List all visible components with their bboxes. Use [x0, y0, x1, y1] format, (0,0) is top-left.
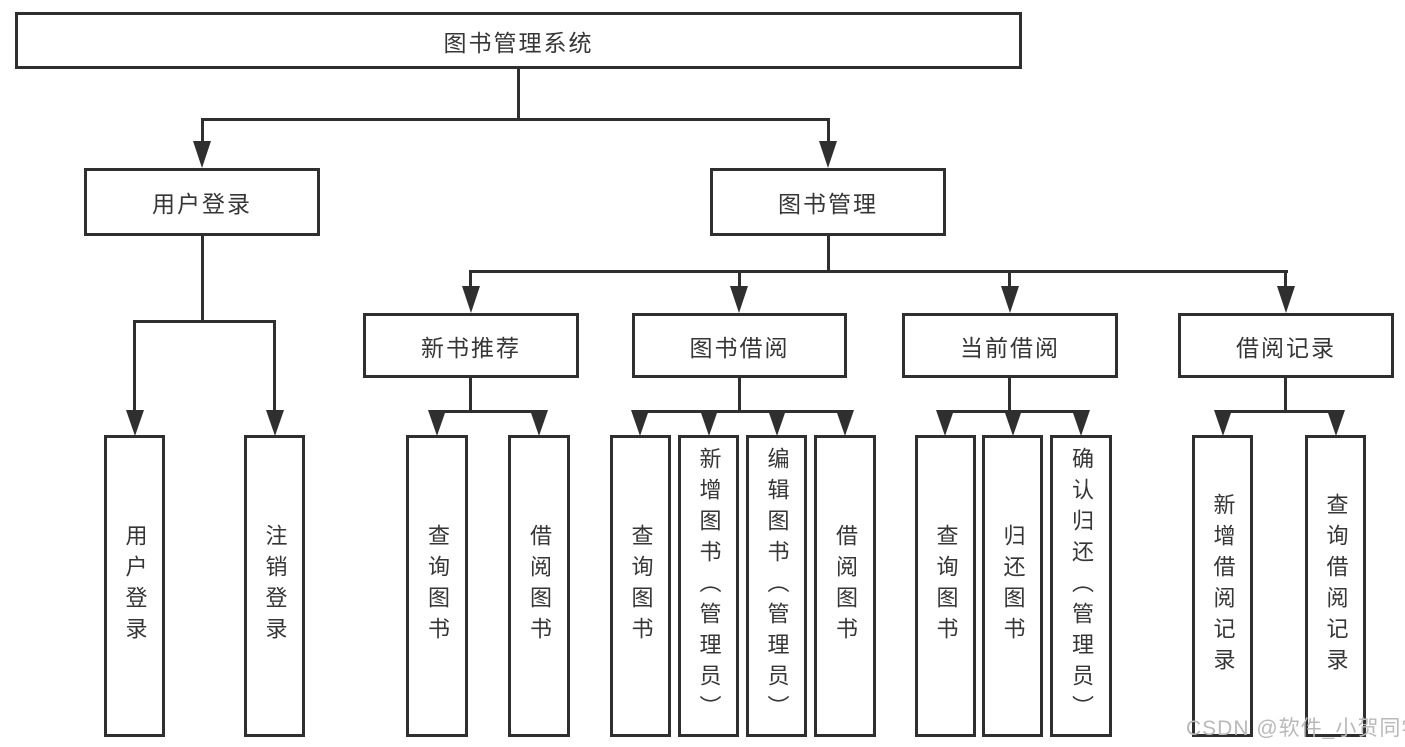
leaf-borrow-books-recommend: 借阅图书 [508, 435, 570, 737]
node-label: 图书借阅 [689, 334, 790, 361]
node-label: 查询图书 [933, 524, 959, 648]
leaf-add-borrow-record: 新增借阅记录 [1192, 435, 1253, 737]
connector-line-h [1221, 410, 1337, 413]
arrowhead-down-icon [1001, 286, 1019, 313]
arrowhead-down-icon [768, 410, 786, 436]
connector-line-v [469, 378, 472, 410]
arrowhead-down-icon [1072, 410, 1090, 436]
arrowhead-down-icon [126, 410, 144, 436]
connector-line-v [469, 270, 472, 290]
arrowhead-down-icon [730, 286, 748, 313]
connector-line-v [827, 236, 830, 270]
connector-line-v [738, 270, 741, 290]
connector-line-h [133, 320, 276, 323]
node-book-borrowing: 图书借阅 [632, 313, 847, 378]
node-label: 当前借阅 [960, 334, 1060, 361]
node-label: 注销登录 [262, 524, 288, 648]
connector-line-h [201, 118, 830, 121]
node-new-book-recommend: 新书推荐 [363, 313, 579, 378]
arrowhead-down-icon [936, 410, 954, 436]
node-label: 图书管理系统 [443, 29, 594, 56]
node-label: 编辑图书（管理员） [764, 446, 790, 726]
connector-line-v [517, 68, 520, 118]
arrowhead-down-icon [428, 410, 446, 436]
connector-line-v [1284, 270, 1287, 290]
node-label: 图书管理 [778, 191, 878, 217]
leaf-return-books: 归还图书 [982, 435, 1043, 737]
arrowhead-down-icon [266, 410, 284, 436]
node-label: 新增借阅记录 [1210, 493, 1236, 679]
connector-line-v [273, 320, 276, 414]
leaf-query-borrow-record: 查询借阅记录 [1305, 435, 1366, 737]
leaf-query-books-borrowing: 查询图书 [610, 435, 671, 737]
arrowhead-down-icon [1004, 410, 1022, 436]
node-label: 用户登录 [122, 524, 148, 648]
leaf-confirm-return-admin: 确认归还（管理员） [1050, 435, 1112, 737]
arrowhead-down-icon [1214, 410, 1232, 436]
arrowhead-down-icon [631, 410, 649, 436]
leaf-query-books-recommend: 查询图书 [406, 435, 468, 737]
connector-line-v [827, 118, 830, 146]
node-label: 归还图书 [1000, 524, 1026, 648]
arrowhead-down-icon [462, 286, 480, 313]
connector-line-v [738, 378, 741, 410]
connector-line-h [638, 410, 847, 413]
connector-line-v [1008, 378, 1011, 410]
arrowhead-down-icon [1277, 286, 1295, 313]
connector-line-v [133, 320, 136, 414]
node-label: 新书推荐 [421, 334, 521, 361]
arrowhead-down-icon [1327, 410, 1345, 436]
leaf-borrow-books: 借阅图书 [814, 435, 876, 737]
connector-line-v [1284, 378, 1287, 410]
leaf-edit-books-admin: 编辑图书（管理员） [746, 435, 807, 737]
node-user-login: 用户登录 [84, 168, 320, 236]
node-library-system: 图书管理系统 [15, 12, 1022, 69]
leaf-add-books-admin: 新增图书（管理员） [678, 435, 739, 737]
leaf-query-books-current: 查询图书 [915, 435, 976, 737]
arrowhead-down-icon [836, 410, 854, 436]
arrowhead-down-icon [193, 141, 211, 168]
node-label: 确认归还（管理员） [1069, 446, 1094, 726]
node-label: 用户登录 [152, 191, 252, 217]
connector-line-h [435, 410, 541, 413]
node-label: 新增图书（管理员） [696, 446, 722, 726]
node-borrowing-records: 借阅记录 [1178, 313, 1394, 378]
arrowhead-down-icon [700, 410, 718, 436]
node-label: 查询借阅记录 [1323, 493, 1349, 679]
node-label: 查询图书 [628, 524, 654, 648]
node-current-borrowing: 当前借阅 [902, 313, 1118, 378]
connector-line-h [469, 270, 1288, 273]
leaf-user-login: 用户登录 [104, 435, 165, 737]
connector-line-v [1008, 270, 1011, 290]
node-label: 查询图书 [425, 524, 450, 648]
node-label: 借阅图书 [833, 524, 858, 648]
leaf-logout: 注销登录 [244, 435, 305, 737]
watermark: CSDN @软件_小贺同学 [1186, 717, 1405, 740]
node-book-management: 图书管理 [710, 168, 946, 236]
node-label: 借阅记录 [1236, 334, 1336, 361]
node-label: 借阅图书 [527, 524, 552, 648]
connector-line-v [201, 236, 204, 320]
arrowhead-down-icon [530, 410, 548, 436]
connector-line-v [201, 118, 204, 146]
arrowhead-down-icon [819, 141, 837, 168]
